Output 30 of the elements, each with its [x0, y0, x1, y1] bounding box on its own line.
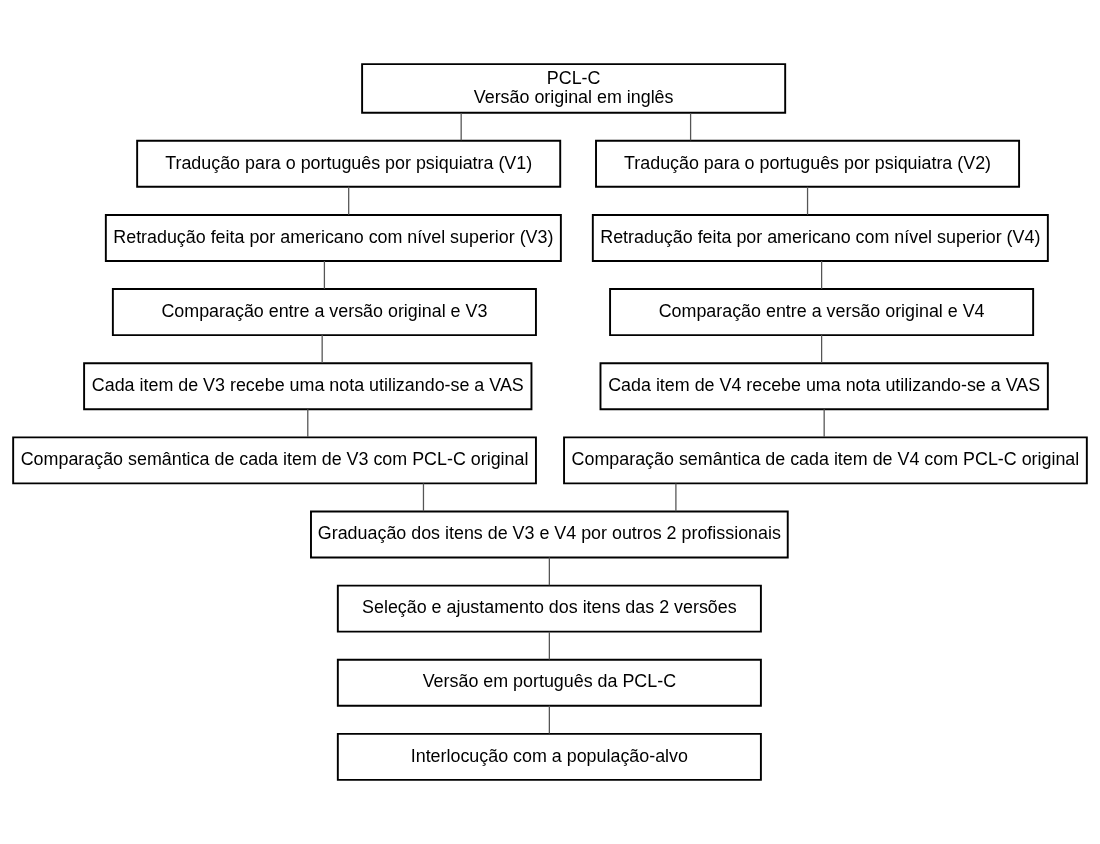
- node-box: Seleção e ajustamento dos itens das 2 versões: [336, 584, 762, 633]
- connector: [548, 705, 550, 735]
- node-box: Cada item de V3 recebe uma nota utilizando-se a VAS: [83, 362, 533, 411]
- connector: [823, 408, 825, 438]
- node-box: Graduação dos itens de V3 e V4 por outros 2 profissionais: [310, 510, 789, 559]
- node-box: Comparação entre a versão original e V4: [609, 288, 1035, 337]
- node-box: Retradução feita por americano com nível superior (V4): [591, 214, 1049, 262]
- connector: [307, 408, 309, 438]
- connector: [348, 186, 350, 216]
- node-box: Comparação semântica de cada item de V3 com PCL-C original: [12, 436, 537, 485]
- node-box: Comparação semântica de cada item de V4 com PCL-C original: [563, 436, 1088, 485]
- connector: [321, 334, 323, 364]
- connector: [323, 260, 326, 290]
- node-box: Tradução para o português por psiquiatra (V2): [595, 139, 1021, 188]
- connector: [548, 631, 550, 661]
- connector: [820, 260, 823, 290]
- node-box: Tradução para o português por psiquiatra (V1): [136, 139, 562, 188]
- connector: [820, 334, 823, 364]
- node-box: Interlocução com a população-alvo: [336, 732, 762, 781]
- connector: [422, 482, 425, 512]
- node-box: Retradução feita por americano com nível superior (V3): [104, 214, 562, 262]
- connector: [548, 556, 550, 586]
- connector: [460, 112, 462, 141]
- node-box: Comparação entre a versão original e V3: [111, 288, 537, 337]
- connector: [806, 186, 809, 216]
- node-box: Versão em português da PCL-C: [336, 658, 762, 707]
- connector: [675, 482, 677, 512]
- connector: [689, 112, 692, 141]
- node-box: PCL-C Versão original em inglês: [361, 63, 787, 114]
- node-box: Cada item de V4 recebe uma nota utilizando-se a VAS: [599, 362, 1049, 411]
